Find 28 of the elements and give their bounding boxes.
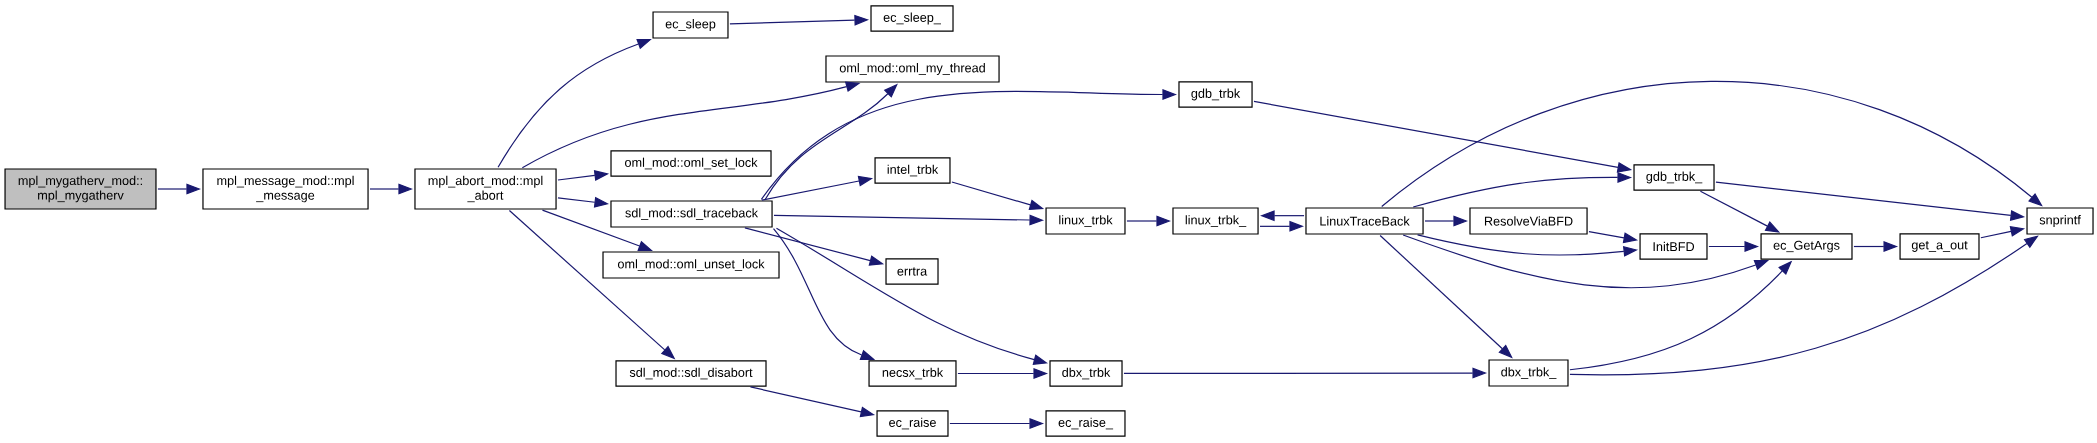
arrow bbox=[1381, 80, 2043, 208]
function-box: ResolveViaBFD bbox=[1469, 207, 1588, 235]
function-box: gdb_trbk bbox=[1178, 81, 1253, 108]
function-box: ec_sleep bbox=[652, 11, 729, 39]
function-box: InitBFD bbox=[1639, 233, 1708, 260]
function-box: ec_sleep_ bbox=[870, 5, 954, 32]
function-box: mpl_message_mod::mpl _message bbox=[202, 168, 369, 210]
function-box: errtra bbox=[885, 258, 939, 285]
function-box: intel_trbk bbox=[874, 157, 951, 184]
function-box: LinuxTraceBack bbox=[1305, 207, 1424, 235]
function-box: get_a_out bbox=[1899, 233, 1980, 260]
function-box: sdl_mod::sdl_disabort bbox=[615, 360, 767, 387]
function-box: ec_GetArgs bbox=[1760, 233, 1853, 260]
function-box: ec_raise bbox=[876, 410, 949, 437]
function-box: sdl_mod::sdl_traceback bbox=[610, 200, 773, 228]
function-box: linux_trbk bbox=[1045, 207, 1126, 235]
function-box: necsx_trbk bbox=[868, 360, 957, 387]
function-box: oml_mod::oml_unset_lock bbox=[602, 251, 780, 279]
function-box: gdb_trbk_ bbox=[1633, 164, 1715, 191]
function-box: dbx_trbk_ bbox=[1488, 359, 1569, 387]
function-box: snprintf bbox=[2026, 207, 2094, 235]
function-box: oml_mod::oml_set_lock bbox=[610, 150, 772, 177]
function-box: mpl_mygatherv_mod:: mpl_mygatherv bbox=[4, 168, 157, 210]
function-box: mpl_abort_mod::mpl _abort bbox=[414, 168, 557, 210]
function-box: ec_raise_ bbox=[1045, 410, 1126, 437]
function-box: linux_trbk_ bbox=[1172, 207, 1259, 235]
function-box: dbx_trbk bbox=[1049, 360, 1123, 387]
function-box: oml_mod::oml_my_thread bbox=[825, 55, 1000, 83]
